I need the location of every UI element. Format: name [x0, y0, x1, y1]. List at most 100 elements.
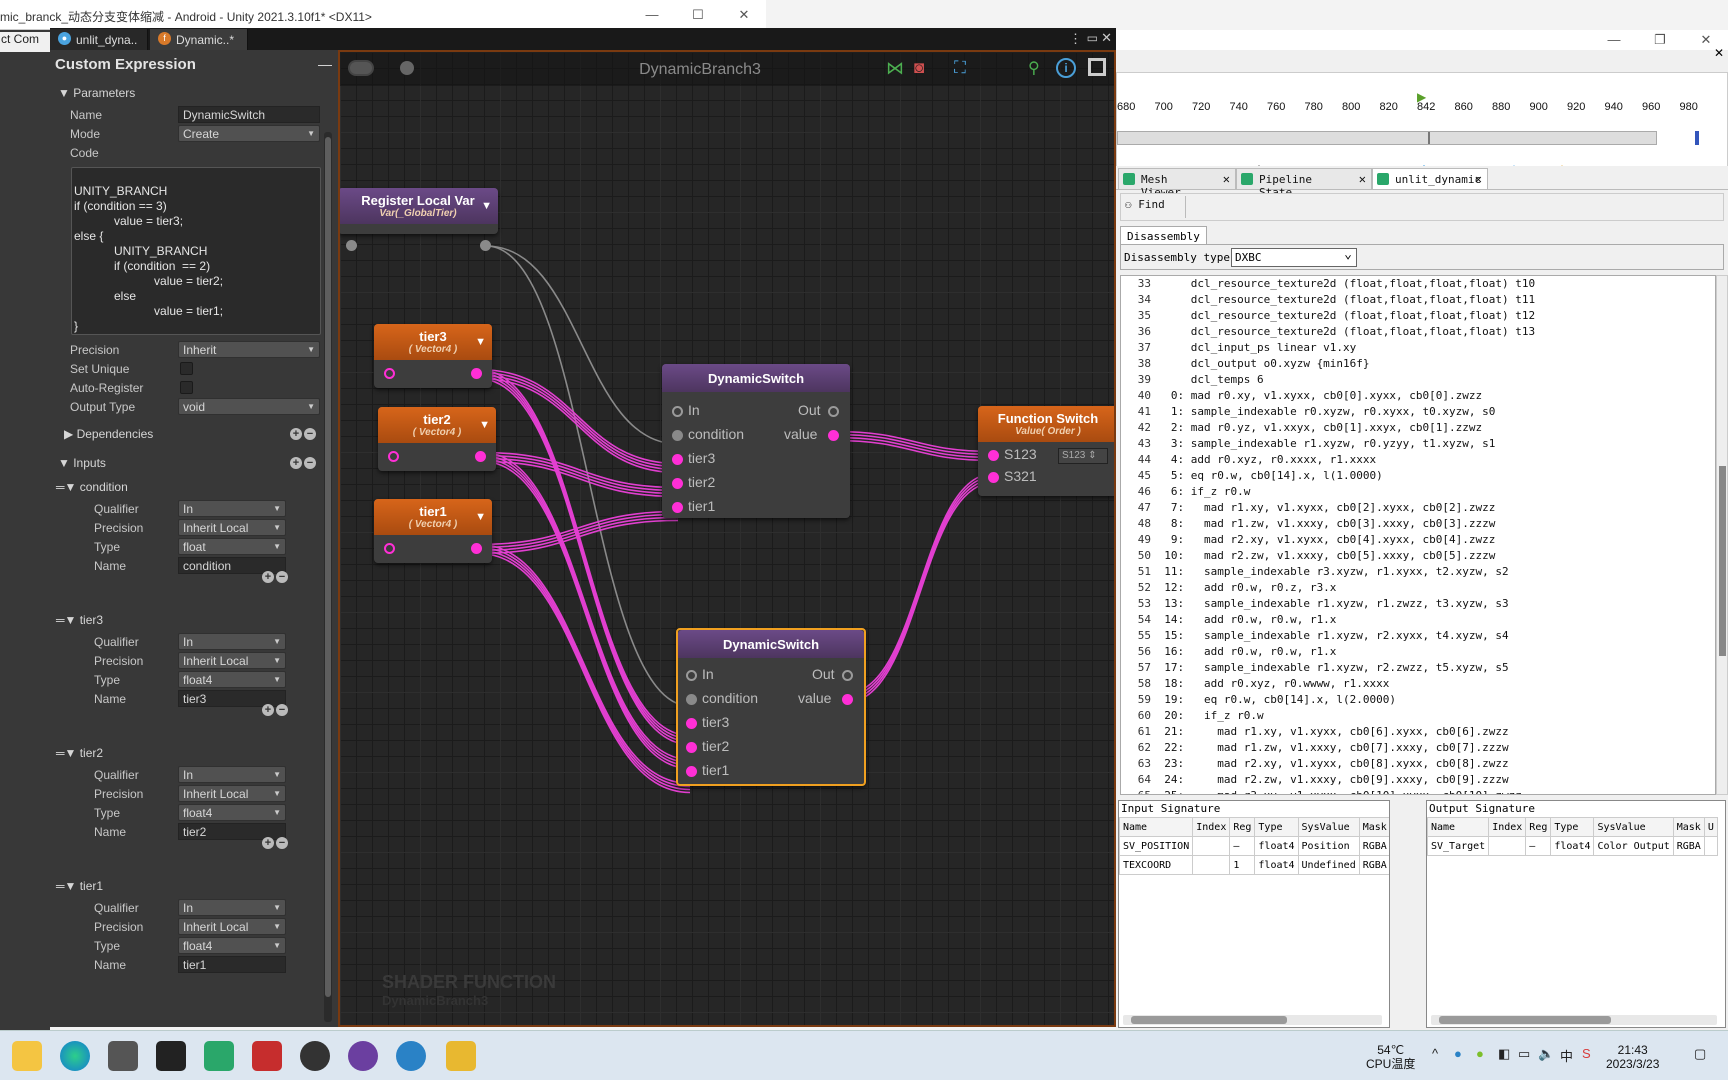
- close-tab-icon[interactable]: ✕: [1474, 172, 1482, 186]
- maximize-graph-icon[interactable]: [1088, 58, 1106, 76]
- register-output-port[interactable]: [480, 240, 491, 251]
- sig-header-cell[interactable]: Mask: [1358, 817, 1389, 837]
- code-line[interactable]: 63 23: mad r2.xy, v1.xyxx, cb0[8].xyxx, …: [1137, 757, 1509, 770]
- input-3-qualifier-dropdown[interactable]: In: [178, 899, 286, 916]
- code-line[interactable]: 53 13: sample_indexable r1.xyzw, r1.zwzz…: [1137, 597, 1509, 610]
- tab-pipeline-state[interactable]: Pipeline State✕: [1236, 168, 1372, 199]
- input-0-name-input[interactable]: condition: [178, 557, 286, 574]
- input-2-precision-dropdown[interactable]: Inherit Local: [178, 785, 286, 802]
- sogou-icon[interactable]: S: [1582, 1046, 1591, 1061]
- scroll-thumb[interactable]: [1439, 1016, 1611, 1024]
- code-line[interactable]: 42 2: mad r0.yz, v1.xxyx, cb0[1].xxyx, c…: [1137, 421, 1483, 434]
- input-1-precision-dropdown[interactable]: Inherit Local: [178, 652, 286, 669]
- tier2-port[interactable]: [672, 478, 683, 489]
- disassembly-type-select[interactable]: DXBC: [1231, 247, 1357, 267]
- maximize-icon[interactable]: ☐: [692, 7, 704, 22]
- close-icon[interactable]: ✕: [738, 7, 750, 22]
- notification-icon[interactable]: ▢: [1694, 1046, 1707, 1061]
- output-type-dropdown[interactable]: void: [178, 398, 320, 415]
- code-line[interactable]: 38 dcl_output o0.xyzw {min16f}: [1137, 357, 1370, 370]
- close-tab-icon[interactable]: ✕: [1358, 172, 1366, 186]
- sig-header-cell[interactable]: SysValue: [1593, 817, 1674, 837]
- sig-header-cell[interactable]: Index: [1192, 817, 1231, 837]
- horizontal-scrollbar[interactable]: [1123, 1015, 1383, 1025]
- close-icon[interactable]: ✕: [1700, 32, 1712, 47]
- out-port[interactable]: [828, 406, 839, 417]
- unity-icon[interactable]: [156, 1041, 186, 1071]
- input-foldout-3[interactable]: ═▼ tier1: [56, 879, 104, 893]
- set-unique-checkbox[interactable]: [180, 362, 193, 375]
- close-pane-icon[interactable]: ✕: [1101, 30, 1112, 45]
- app-v-icon[interactable]: [396, 1041, 426, 1071]
- code-scrollbar[interactable]: [1716, 275, 1728, 795]
- code-line[interactable]: 40 0: mad r0.xy, v1.xyxx, cb0[0].xyxx, c…: [1137, 389, 1483, 402]
- out-port[interactable]: [842, 670, 853, 681]
- plus-icon[interactable]: +: [262, 571, 274, 583]
- plus-icon[interactable]: +: [290, 428, 302, 440]
- plus-icon[interactable]: +: [262, 837, 274, 849]
- scroll-thumb[interactable]: [1719, 466, 1726, 656]
- code-line[interactable]: 52 12: add r0.w, r0.z, r3.x: [1137, 581, 1337, 594]
- tab-unlit-dynamic[interactable]: unlit_dynamic✕: [1372, 168, 1488, 190]
- live-toggle-icon[interactable]: [348, 60, 374, 76]
- collapse-icon[interactable]: —: [318, 56, 332, 72]
- chevron-up-icon[interactable]: ^: [1432, 1046, 1439, 1061]
- params-scrollbar[interactable]: [324, 132, 332, 1022]
- code-line[interactable]: 43 3: sample_indexable r1.xyzw, r0.yzyy,…: [1137, 437, 1496, 450]
- table-row[interactable]: TEXCOORD1float4UndefinedRGBAR(: [1119, 855, 1389, 875]
- dynamic-switch-node-1[interactable]: DynamicSwitch In Out condition value tie…: [662, 364, 850, 518]
- code-line[interactable]: 61 21: mad r1.xy, v1.xyxx, cb0[6].xyxx, …: [1137, 725, 1509, 738]
- input-3-precision-dropdown[interactable]: Inherit Local: [178, 918, 286, 935]
- input-2-qualifier-dropdown[interactable]: In: [178, 766, 286, 783]
- input-0-qualifier-dropdown[interactable]: In: [178, 500, 286, 517]
- condition-port[interactable]: [686, 694, 697, 705]
- ime-indicator[interactable]: 中: [1560, 1049, 1574, 1064]
- register-input-port[interactable]: [346, 240, 357, 251]
- kebab-menu-icon[interactable]: ⋮: [1069, 31, 1082, 46]
- code-line[interactable]: 55 15: sample_indexable r1.xyzw, r2.xyxx…: [1137, 629, 1509, 642]
- plus-icon[interactable]: +: [290, 457, 302, 469]
- dropdown-arrow-icon[interactable]: ▼: [475, 511, 486, 523]
- find-button[interactable]: ⚇ Find: [1125, 198, 1165, 211]
- tray-app-icon[interactable]: ◧: [1498, 1046, 1511, 1061]
- input-3-name-input[interactable]: tier1: [178, 956, 286, 973]
- close-tab-icon[interactable]: ✕: [1222, 172, 1230, 186]
- tier2-input-port[interactable]: [388, 451, 399, 462]
- maximize-pane-icon[interactable]: ▭: [1086, 31, 1098, 45]
- sig-header-cell[interactable]: Index: [1488, 817, 1527, 837]
- focus-icon[interactable]: ⛶: [954, 58, 966, 77]
- close-timeline-icon[interactable]: ✕: [1713, 46, 1724, 60]
- input-foldout-0[interactable]: ═▼ condition: [56, 480, 128, 494]
- tab-unlit-dyna[interactable]: ● unlit_dyna..: [50, 29, 148, 50]
- in-port[interactable]: [672, 406, 683, 417]
- clean-icon[interactable]: ⚲: [1028, 60, 1040, 77]
- in-port[interactable]: [686, 670, 697, 681]
- tier3-property-node[interactable]: tier3( Vector4 )▼: [374, 324, 492, 388]
- code-line[interactable]: 54 14: add r0.w, r0.w, r1.x: [1137, 613, 1337, 626]
- dropdown-arrow-icon[interactable]: ▼: [475, 336, 486, 348]
- tier3-output-port[interactable]: [471, 368, 482, 379]
- code-line[interactable]: 51 11: sample_indexable r3.xyzw, r1.xyxx…: [1137, 565, 1509, 578]
- tier1-port[interactable]: [686, 766, 697, 777]
- sig-header-cell[interactable]: Mask: [1672, 817, 1705, 837]
- minus-icon[interactable]: −: [276, 837, 288, 849]
- code-textarea[interactable]: UNITY_BRANCH if (condition == 3) value =…: [71, 167, 321, 335]
- minus-icon[interactable]: −: [276, 704, 288, 716]
- code-line[interactable]: 49 9: mad r2.xy, v1.xyxx, cb0[4].xyxx, c…: [1137, 533, 1496, 546]
- section-parameters[interactable]: ▼ Parameters: [58, 86, 136, 100]
- dynamic-switch-node-2[interactable]: DynamicSwitch In Out condition value tie…: [676, 628, 866, 786]
- tier1-output-port[interactable]: [471, 543, 482, 554]
- s321-port[interactable]: [988, 472, 999, 483]
- sig-header-cell[interactable]: SysValue: [1297, 817, 1360, 837]
- sig-header-cell[interactable]: U: [1703, 817, 1718, 837]
- share-icon[interactable]: ⋈: [886, 58, 904, 78]
- node-graph-canvas[interactable]: DynamicBranch3 ⋈ ◙ ⛶ ⚲ i Register Local …: [338, 50, 1116, 1027]
- code-line[interactable]: 37 dcl_input_ps linear v1.xy: [1137, 341, 1357, 354]
- timeline-bar[interactable]: [1117, 131, 1657, 145]
- sig-header-cell[interactable]: Type: [1254, 817, 1299, 837]
- code-line[interactable]: 58 18: add r0.xyz, r0.wwww, r1.xxxx: [1137, 677, 1390, 690]
- code-line[interactable]: 33 dcl_resource_texture2d (float,float,f…: [1137, 277, 1536, 290]
